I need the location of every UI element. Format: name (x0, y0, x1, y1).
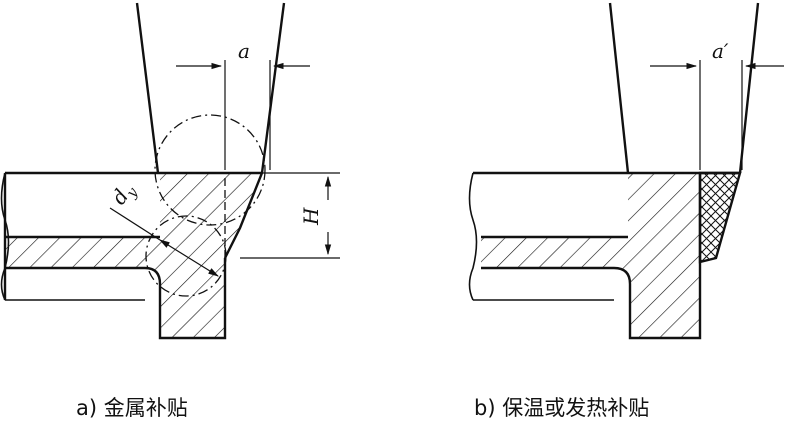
label-a-prime: a′ (712, 39, 729, 63)
riser-b (608, 2, 760, 174)
label-H: H (299, 207, 323, 226)
inscribed-circle-upper (154, 114, 266, 226)
inscribed-circle-lower (145, 215, 227, 297)
label-a: a (238, 39, 250, 63)
panel-a (0, 2, 340, 340)
riser-a (135, 2, 286, 259)
caption-a: a) 金属补贴 (76, 396, 188, 420)
wall-section-a (5, 173, 262, 338)
wall-section-b (481, 173, 700, 338)
caption-b: b) 保温或发热补贴 (474, 396, 650, 420)
label-dy: dy (106, 177, 141, 211)
panel-b (468, 2, 784, 340)
insulating-pad (698, 171, 742, 264)
plate-outline-a (3, 171, 262, 340)
